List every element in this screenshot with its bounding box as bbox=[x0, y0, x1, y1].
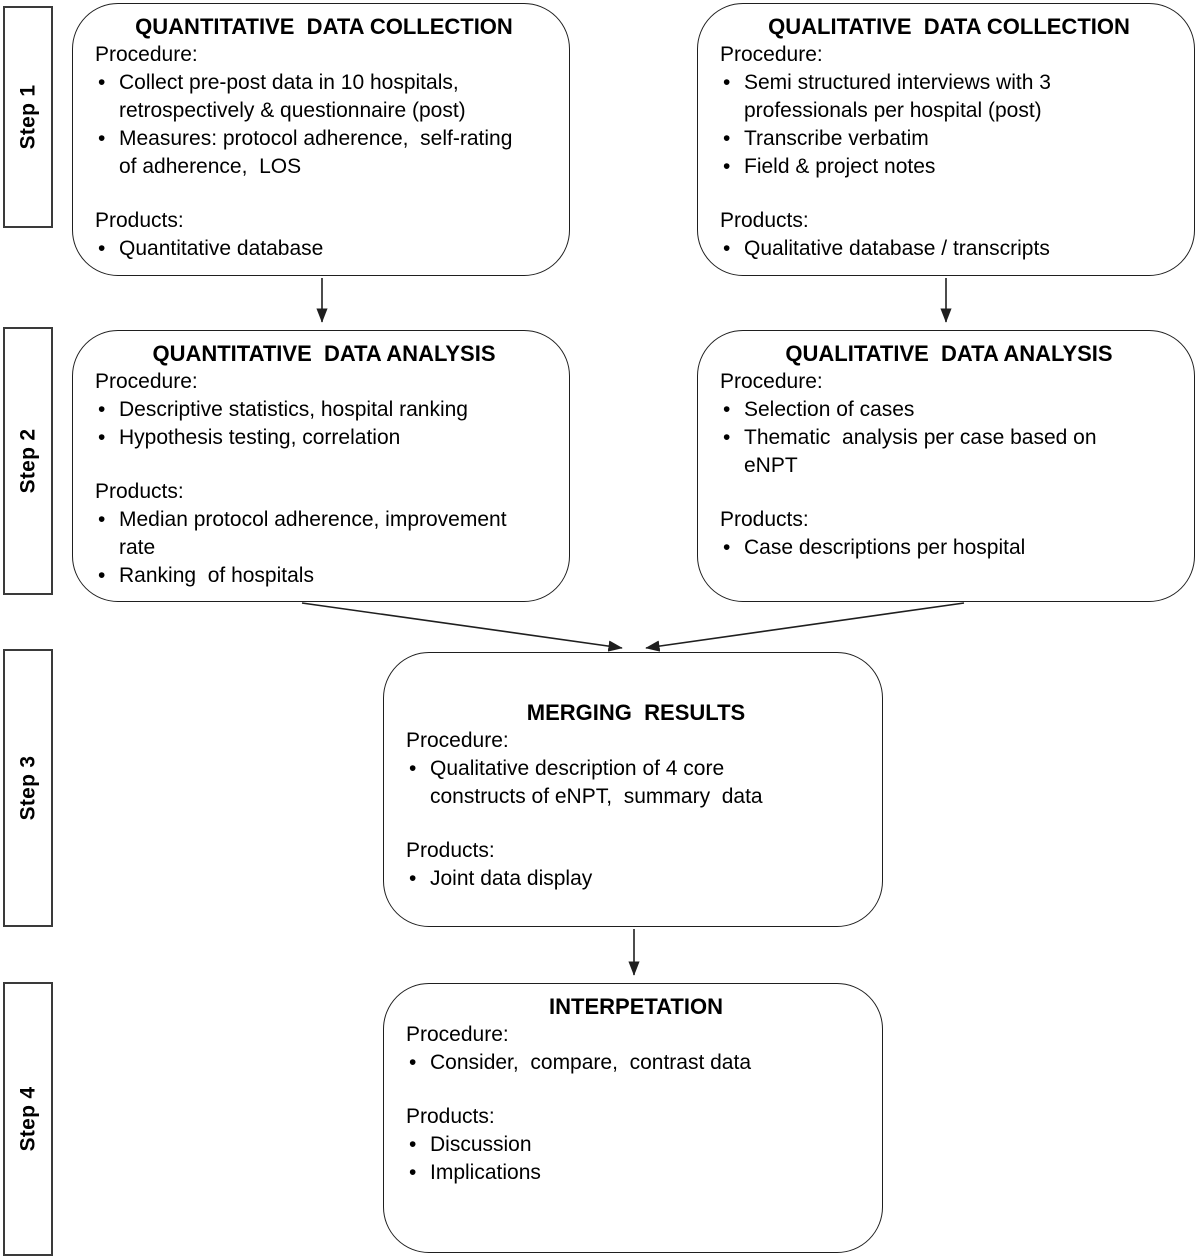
bullet-item: Qualitative database / transcripts bbox=[720, 235, 1178, 263]
products-label: Products: bbox=[720, 508, 809, 531]
bullet-item: Transcribe verbatim bbox=[720, 125, 1178, 153]
box-qualitative-data-collection: QUALITATIVE DATA COLLECTION Procedure: S… bbox=[697, 3, 1195, 276]
arrow-quant-analysis-to-merge bbox=[301, 602, 623, 652]
box-title: QUALITATIVE DATA ANALYSIS bbox=[785, 341, 1113, 366]
bullet-item: Semi structured interviews with 3 profes… bbox=[720, 69, 1178, 125]
box-title: MERGING RESULTS bbox=[526, 700, 746, 725]
bullet-item: Discussion bbox=[406, 1131, 866, 1159]
step-3-label: Step 3 bbox=[3, 649, 53, 927]
bullet-item: Median protocol adherence, improvement r… bbox=[95, 506, 553, 562]
bullet-item: Consider, compare, contrast data bbox=[406, 1049, 866, 1077]
step-1-text: Step 1 bbox=[16, 84, 40, 150]
procedure-label: Procedure: bbox=[406, 1023, 509, 1046]
arrow-qual-analysis-to-merge bbox=[645, 602, 965, 652]
products-label: Products: bbox=[95, 209, 184, 232]
box-interpretation: INTERPETATION Procedure: Consider, compa… bbox=[383, 983, 883, 1253]
bullet-item: Measures: protocol adherence, self-ratin… bbox=[95, 125, 553, 181]
box-quantitative-data-collection: QUANTITATIVE DATA COLLECTION Procedure: … bbox=[72, 3, 570, 276]
bullet-item: Selection of cases bbox=[720, 396, 1178, 424]
bullet-item: Thematic analysis per case based on eNPT bbox=[720, 424, 1178, 480]
procedure-label: Procedure: bbox=[720, 43, 823, 66]
procedure-label: Procedure: bbox=[406, 729, 509, 752]
step-2-label: Step 2 bbox=[3, 327, 53, 595]
products-label: Products: bbox=[720, 209, 809, 232]
bullet-item: Case descriptions per hospital bbox=[720, 534, 1178, 562]
procedure-label: Procedure: bbox=[720, 370, 823, 393]
products-label: Products: bbox=[95, 480, 184, 503]
bullet-item: Joint data display bbox=[406, 865, 866, 893]
step-1-label: Step 1 bbox=[3, 6, 53, 228]
bullet-item: Ranking of hospitals bbox=[95, 562, 553, 590]
bullet-item: Hypothesis testing, correlation bbox=[95, 424, 553, 452]
procedure-label: Procedure: bbox=[95, 43, 198, 66]
box-title: QUALITATIVE DATA COLLECTION bbox=[768, 14, 1130, 39]
bullet-item: Descriptive statistics, hospital ranking bbox=[95, 396, 553, 424]
step-3-text: Step 3 bbox=[16, 755, 40, 821]
bullet-item: Implications bbox=[406, 1159, 866, 1187]
box-title: QUANTITATIVE DATA COLLECTION bbox=[135, 14, 513, 39]
step-2-text: Step 2 bbox=[16, 428, 40, 494]
box-quantitative-data-analysis: QUANTITATIVE DATA ANALYSIS Procedure: De… bbox=[72, 330, 570, 602]
box-merging-results: MERGING RESULTS Procedure: Qualitative d… bbox=[383, 652, 883, 927]
step-4-text: Step 4 bbox=[16, 1086, 40, 1152]
procedure-label: Procedure: bbox=[95, 370, 198, 393]
products-label: Products: bbox=[406, 839, 495, 862]
bullet-item: Collect pre-post data in 10 hospitals, r… bbox=[95, 69, 553, 125]
bullet-item: Field & project notes bbox=[720, 153, 1178, 181]
step-4-label: Step 4 bbox=[3, 982, 53, 1256]
bullet-item: Quantitative database bbox=[95, 235, 553, 263]
products-label: Products: bbox=[406, 1105, 495, 1128]
bullet-item: Qualitative description of 4 core constr… bbox=[406, 755, 866, 811]
box-title: INTERPETATION bbox=[549, 994, 723, 1019]
box-qualitative-data-analysis: QUALITATIVE DATA ANALYSIS Procedure: Sel… bbox=[697, 330, 1195, 602]
box-title: QUANTITATIVE DATA ANALYSIS bbox=[152, 341, 496, 366]
